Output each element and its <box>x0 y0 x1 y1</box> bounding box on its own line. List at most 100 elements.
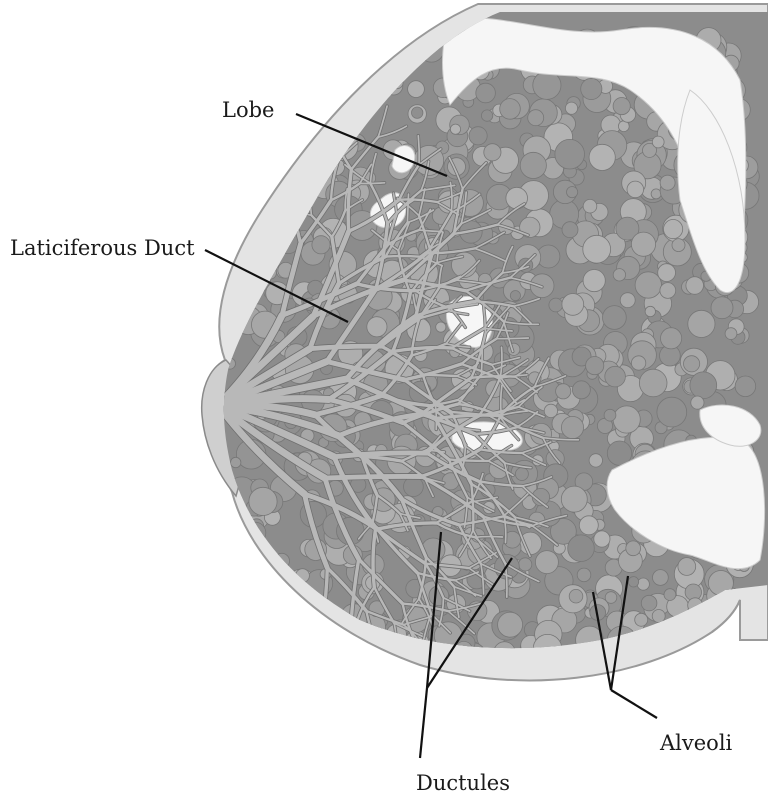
alveolus <box>701 644 723 666</box>
alveolus <box>631 232 655 256</box>
alveolus <box>581 78 602 99</box>
alveolus <box>651 189 661 199</box>
alveolus <box>678 558 696 576</box>
alveolus <box>259 645 283 669</box>
alveolus <box>664 589 676 601</box>
alveolus <box>604 409 616 421</box>
duct-outline <box>337 653 340 677</box>
duct-outline <box>300 663 328 676</box>
alveolus <box>693 641 712 660</box>
alveolus <box>274 637 295 658</box>
alveolus <box>657 397 687 427</box>
alveolus <box>312 49 330 67</box>
duct-outline <box>249 157 258 178</box>
label-lobe: Lobe <box>222 100 274 121</box>
alveolus <box>583 270 605 292</box>
ductule <box>340 653 365 666</box>
laticiferous-duct <box>325 476 422 478</box>
alveolus <box>520 152 546 178</box>
alveolus <box>684 356 700 372</box>
ductule <box>497 338 529 339</box>
alveolus <box>233 54 253 74</box>
alveolus <box>317 630 338 651</box>
alveolus <box>519 558 532 571</box>
alveolus <box>231 457 241 467</box>
alveolus <box>498 612 523 637</box>
duct-outline <box>340 653 365 666</box>
alveolus <box>535 551 558 574</box>
alveolus <box>639 369 667 397</box>
alveolus <box>572 381 590 399</box>
alveolus <box>290 67 300 77</box>
alveolus <box>577 568 591 582</box>
alveolus <box>672 239 685 252</box>
duct-outline <box>367 646 375 670</box>
alveolus <box>288 90 299 101</box>
ductule <box>360 183 385 184</box>
alveolus <box>664 220 683 239</box>
alveolus <box>226 598 241 613</box>
alveolus <box>319 65 343 89</box>
ductule <box>300 663 328 676</box>
alveolus <box>603 306 627 330</box>
alveolus <box>272 34 288 50</box>
alveolus <box>500 99 521 120</box>
alveolus <box>280 130 293 143</box>
alveolus <box>243 567 267 591</box>
alveolus <box>324 39 337 52</box>
alveolus <box>626 541 641 556</box>
alveolus <box>249 487 277 515</box>
alveolus <box>594 531 610 547</box>
alveolus <box>544 404 557 417</box>
glandular-tissue <box>200 0 768 700</box>
alveolus <box>613 406 640 433</box>
alveolus <box>635 613 648 626</box>
laticiferous-duct <box>310 346 381 349</box>
alveolus <box>661 328 682 349</box>
alveolus <box>224 602 254 632</box>
alveolus <box>311 81 326 96</box>
alveolus <box>282 104 299 121</box>
alveolus <box>223 555 241 573</box>
alveolus <box>637 578 649 590</box>
ductule <box>326 663 329 695</box>
alveolus <box>284 597 307 620</box>
alveolus <box>469 127 487 145</box>
alveolus <box>698 650 708 660</box>
alveolus <box>645 306 655 316</box>
alveolus <box>271 129 285 143</box>
ductule <box>294 648 300 675</box>
alveolus <box>735 376 756 397</box>
alveolus <box>565 102 577 114</box>
alveolus <box>255 46 274 65</box>
ductule <box>418 136 419 165</box>
label-laticiferous-duct: Laticiferous Duct <box>10 238 195 259</box>
alveolus <box>725 328 737 340</box>
alveolus <box>562 222 578 238</box>
alveolus <box>723 621 740 638</box>
alveolus <box>287 51 305 69</box>
leader-line-alveoli-3 <box>611 690 657 718</box>
alveolus <box>255 153 277 175</box>
alveolus <box>229 168 240 179</box>
ductule <box>278 648 300 657</box>
duct-outline <box>278 648 300 657</box>
duct-outline <box>326 663 329 695</box>
alveolus <box>408 81 425 98</box>
alveolus <box>325 629 348 652</box>
alveolus <box>579 516 598 535</box>
leader-line-ductules-3 <box>420 688 427 758</box>
alveolus <box>282 74 312 104</box>
ductule <box>280 139 292 163</box>
alveolus <box>660 283 676 299</box>
alveolus <box>273 49 300 76</box>
duct-outline <box>369 667 370 696</box>
alveolus <box>367 317 387 337</box>
ductule <box>367 646 375 670</box>
ductule <box>370 667 396 685</box>
alveolus <box>567 187 578 198</box>
alveolus <box>220 626 246 652</box>
alveolus <box>562 294 584 316</box>
alveolus <box>344 47 368 71</box>
